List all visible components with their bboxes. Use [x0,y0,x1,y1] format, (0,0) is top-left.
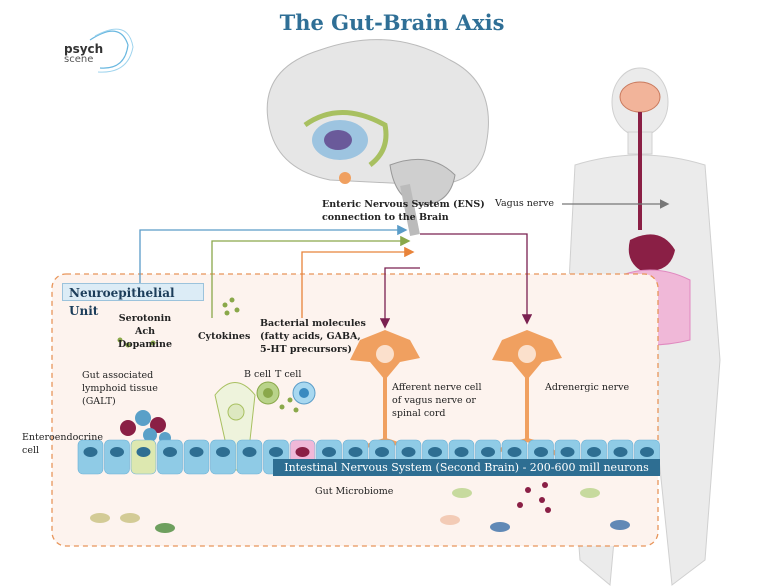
microbe-dot [545,507,551,513]
brain-illustration [266,39,489,236]
cytokines-label: Cytokines [198,331,251,342]
cell-nucleus [534,447,548,457]
bacterial-molecules-label: Bacterial molecules (fatty acids, GABA, … [260,318,366,355]
ens-label: Enteric Nervous System (ENS) connection … [322,199,485,223]
cell-nucleus [507,447,522,457]
molecule-dot [287,397,293,403]
cell-nucleus [640,447,654,457]
neuroepithelial-unit-label: Neuroepithelial Unit [62,283,204,318]
intestinal-nervous-system-banner: Intestinal Nervous System (Second Brain)… [273,459,660,476]
cell-nucleus [454,447,469,457]
cell-nucleus [163,447,177,457]
cell-nucleus [481,447,495,457]
cell-nucleus [83,447,98,457]
microbe-icon [580,488,600,498]
neurotransmitters-label: Serotonin Ach Dopamine [118,313,172,350]
microbe-icon [610,520,630,530]
cell-nucleus [269,447,283,457]
t-cell-label: T cell [275,369,302,380]
stomach-icon [628,234,675,271]
microbe-icon [440,515,460,525]
green-signal-arrow [211,235,411,318]
microbe-dot [517,502,523,508]
microbe-icon [155,523,175,533]
page-title: The Gut-Brain Axis [279,10,505,35]
cell-nucleus [401,447,416,457]
afferent-nerve-label: Afferent nerve cell of vagus nerve or sp… [392,382,482,419]
cell-nucleus [428,447,442,457]
cell-nucleus [348,447,363,457]
microbe-icon [90,513,110,523]
molecule-dot [279,404,285,410]
molecule-dot [224,310,230,316]
neuron-nucleus [376,345,394,363]
molecule-dot [234,307,240,313]
microbe-dot [542,482,548,488]
molecule-dot [125,342,131,348]
cell-nucleus [189,447,204,457]
logo-text-sub: scene [64,54,94,65]
vagus-nerve-label: Vagus nerve [495,198,555,209]
molecule-dot [117,337,123,343]
microbe-dot [539,497,545,503]
molecule-dot [150,340,156,346]
adrenergic-nerve-label: Adrenergic nerve [545,382,630,393]
enteroendocrine-label: Enteroendocrine cell [22,432,103,456]
cell-nucleus [136,447,151,457]
brainstem [400,184,420,236]
microbe-icon [490,522,510,532]
cell-nucleus [216,447,230,457]
cell-nucleus [375,447,389,457]
cell-nucleus [295,447,310,457]
molecule-dot [229,297,235,303]
purple-efferent-arrow [420,233,533,325]
cell-nucleus [613,447,628,457]
b-cell-label: B cell [244,369,272,380]
molecule-dot [293,407,299,413]
neuron-nucleus [518,345,536,363]
gut-microbiome-label: Gut Microbiome [315,486,394,497]
molecule-dot [222,302,228,308]
cell-nucleus [322,447,336,457]
microbe-dot [525,487,531,493]
microbe-icon [452,488,472,498]
cell-nucleus [242,447,257,457]
orange-signal-arrow [301,246,415,318]
cell-nucleus [560,447,575,457]
galt-label: Gut associated lymphoid tissue (GALT) [82,370,158,407]
cell-nucleus [587,447,601,457]
cell-nucleus [110,447,124,457]
microbe-icon [120,513,140,523]
small-brain-icon [619,81,661,113]
blue-signal-arrow [139,224,408,300]
purple-afferent-arrow [379,267,420,329]
